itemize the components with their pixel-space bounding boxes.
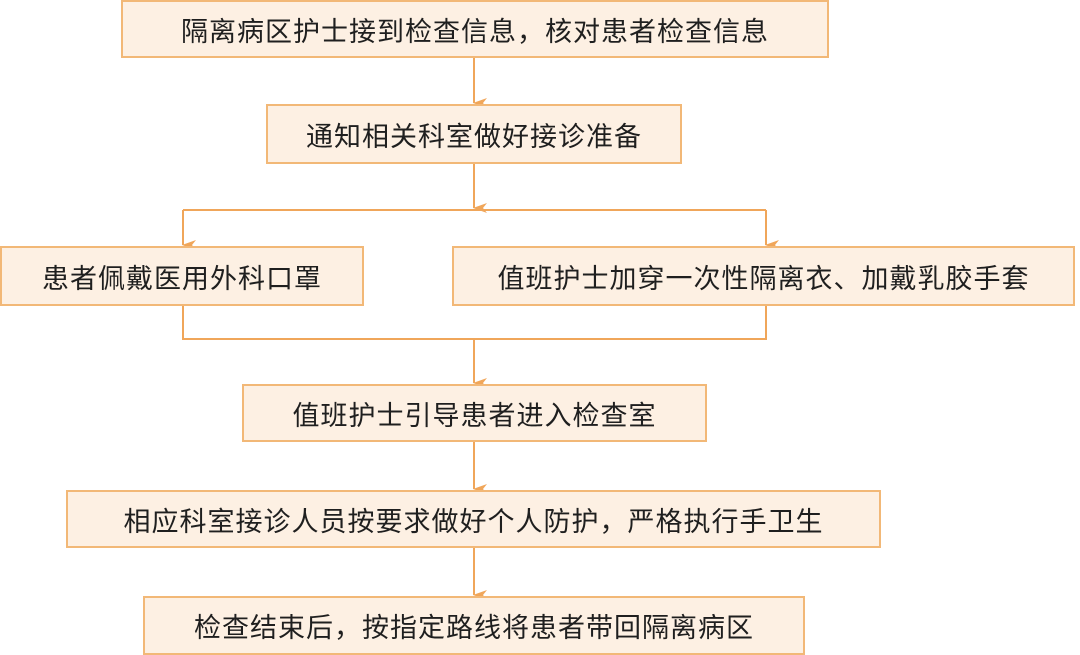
flow-node-3: 患者佩戴医用外科口罩	[0, 246, 364, 306]
flow-node-5: 值班护士引导患者进入检查室	[242, 384, 707, 442]
flow-node-2: 通知相关科室做好接诊准备	[266, 104, 682, 164]
flow-node-1: 隔离病区护士接到检查信息，核对患者检查信息	[121, 0, 829, 58]
node-label: 检查结束后，按指定路线将患者带回隔离病区	[194, 613, 754, 644]
node-label: 患者佩戴医用外科口罩	[42, 263, 322, 295]
node-label: 相应科室接诊人员按要求做好个人防护，严格执行手卫生	[123, 506, 824, 538]
node-label: 值班护士引导患者进入检查室	[292, 400, 657, 432]
node-label: 通知相关科室做好接诊准备	[306, 121, 642, 153]
flow-node-4: 值班护士加穿一次性隔离衣、加戴乳胶手套	[452, 246, 1075, 306]
merge-line	[182, 306, 767, 340]
flow-node-6: 相应科室接诊人员按要求做好个人防护，严格执行手卫生	[66, 490, 881, 548]
node-label: 隔离病区护士接到检查信息，核对患者检查信息	[181, 16, 769, 48]
node-label: 值班护士加穿一次性隔离衣、加戴乳胶手套	[497, 263, 1030, 295]
flow-node-7: 检查结束后，按指定路线将患者带回隔离病区	[143, 596, 805, 655]
